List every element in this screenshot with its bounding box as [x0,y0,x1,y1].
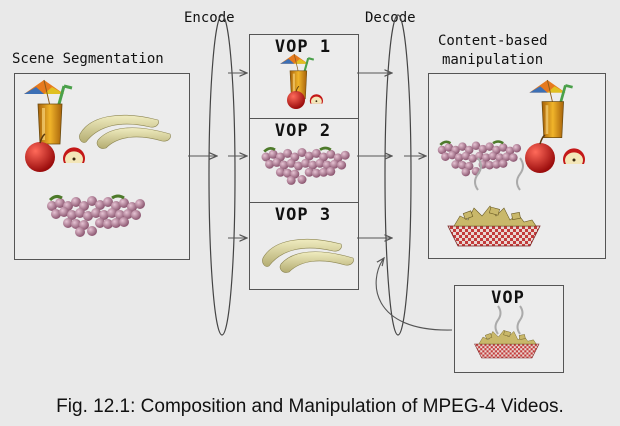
scene-segmentation-label: Scene Segmentation [12,51,164,67]
vop1-content [279,52,324,110]
encode-ellipse [208,14,236,336]
vop1-title: VOP 1 [274,37,332,57]
content-based-label-line1: Content-based [438,33,548,49]
composed-scene-content [436,78,586,247]
vop2-content [260,146,352,187]
vop3-title: VOP 3 [274,205,332,225]
extra-vop-content [474,305,540,359]
encode-label: Encode [184,10,235,26]
content-based-label-line2: manipulation [442,52,544,68]
vop2-title: VOP 2 [274,121,332,141]
extra-vop-box [454,285,564,373]
decode-ellipse [384,14,412,336]
vop3-content [262,238,354,273]
scene-content [22,78,171,239]
extra-vop-title: VOP [491,288,525,308]
decode-label: Decode [365,10,416,26]
figure-caption: Fig. 12.1: Composition and Manipulation … [56,396,564,417]
arrow-extra-vop-to-decode [375,258,453,331]
